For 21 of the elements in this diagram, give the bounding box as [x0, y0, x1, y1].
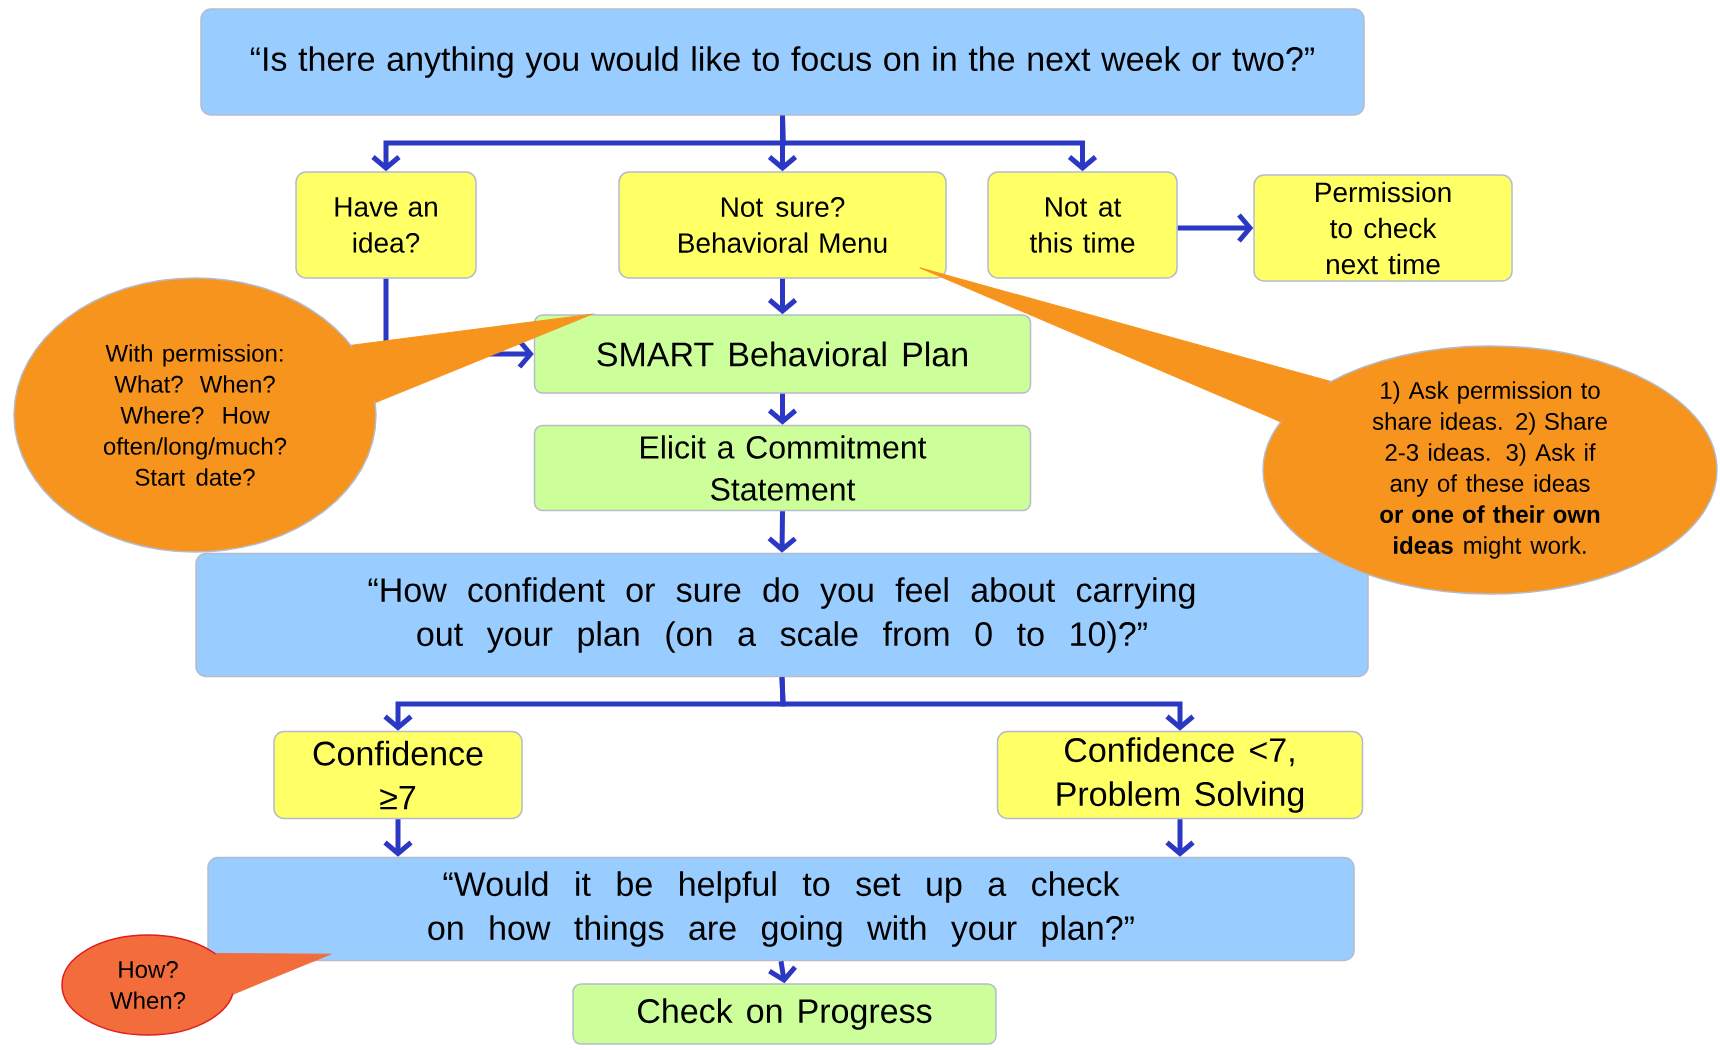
- arrow: [779, 677, 1195, 731]
- option-box: Confidence ≥7: [273, 730, 523, 820]
- speech-bubble: With permission: What? When? Where? How often/long/much? Start date?: [13, 277, 377, 553]
- question-box: “How confident or sure do you feel about carrying out your plan (on a scale from 0 to 10)?”: [195, 552, 1369, 678]
- speech-bubble: 1) Ask permission to share ideas. 2) Share 2-3 ideas. 3) Ask if any of these ideas or one of their own ideas might work.: [1262, 345, 1718, 595]
- option-box: Permission to check next time: [1253, 174, 1513, 282]
- arrow: [780, 115, 1098, 172]
- step-box: SMART Behavioral Plan: [533, 314, 1032, 394]
- step-box: Elicit a Commitment Statement: [533, 424, 1032, 512]
- question-box: “Is there anything you would like to focus on in the next week or two?”: [200, 8, 1365, 116]
- option-box: Not at this time: [987, 171, 1178, 279]
- option-box: Not sure? Behavioral Menu: [618, 171, 947, 279]
- question-box: “Would it be helpful to set up a check on how things are going with your plan?”: [207, 856, 1355, 962]
- arrow: [1177, 213, 1254, 243]
- callout-tail: [215, 952, 331, 995]
- callout-tail: [351, 313, 593, 403]
- step-box: Check on Progress: [572, 983, 997, 1045]
- callout-tail: [919, 267, 1331, 423]
- option-box: Confidence <7, Problem Solving: [996, 730, 1364, 820]
- speech-bubble: How? When?: [61, 934, 235, 1036]
- option-box: Have an idea?: [295, 171, 477, 279]
